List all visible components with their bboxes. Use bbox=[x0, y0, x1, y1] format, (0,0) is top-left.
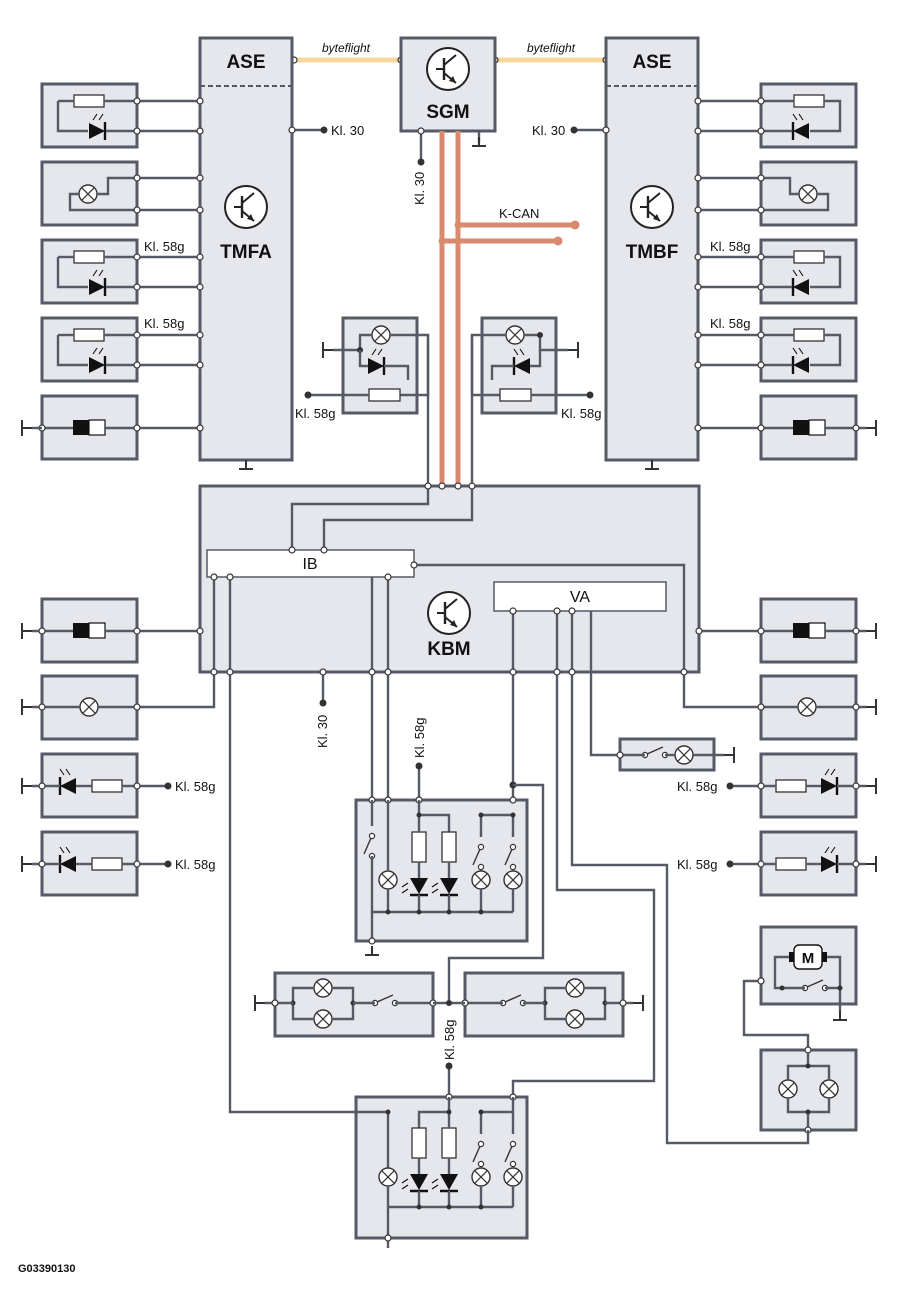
sgm-kl30-label: Kl. 30 bbox=[412, 172, 427, 205]
tmfa-kl30-label: Kl. 30 bbox=[331, 123, 364, 138]
va-block bbox=[493, 581, 667, 612]
kl58g-label: Kl. 58g bbox=[175, 857, 215, 872]
ase-left-label: ASE bbox=[226, 52, 265, 73]
center-kl58g-label: Kl. 58g bbox=[412, 718, 427, 758]
resistor-icon bbox=[793, 250, 825, 264]
tmfa-module bbox=[198, 36, 294, 462]
resistor-icon bbox=[73, 94, 105, 108]
svg-text:M: M bbox=[802, 950, 815, 967]
resistor-icon bbox=[793, 328, 825, 342]
byteflight-label-right: byteflight bbox=[527, 41, 576, 55]
kl58g-label: Kl. 58g bbox=[144, 239, 184, 254]
resistor-icon bbox=[91, 857, 123, 871]
resistor-icon bbox=[73, 328, 105, 342]
kl58g-label: Kl. 58g bbox=[295, 406, 335, 421]
resistor-icon bbox=[441, 831, 457, 863]
kl58g-label: Kl. 58g bbox=[144, 316, 184, 331]
central-control-panel bbox=[354, 798, 529, 943]
tmfa-label: TMFA bbox=[220, 242, 272, 263]
byteflight-label-left: byteflight bbox=[322, 41, 371, 55]
ase-right-label: ASE bbox=[632, 52, 671, 73]
figure-id: G03390130 bbox=[18, 1263, 76, 1275]
resistor-icon bbox=[368, 388, 401, 402]
resistor-icon bbox=[91, 779, 123, 793]
resistor-icon bbox=[411, 1127, 427, 1159]
kbm-kl30-label: Kl. 30 bbox=[315, 715, 330, 748]
kbm-label: KBM bbox=[427, 639, 470, 660]
tmbf-module bbox=[604, 36, 700, 462]
kl58g-label: Kl. 58g bbox=[710, 316, 750, 331]
resistor-icon bbox=[441, 1127, 457, 1159]
kl58g-label: Kl. 58g bbox=[677, 857, 717, 872]
tmbf-label: TMBF bbox=[626, 242, 679, 263]
kcan-bus bbox=[438, 131, 580, 486]
resistor-icon bbox=[73, 250, 105, 264]
resistor-icon bbox=[775, 857, 807, 871]
resistor-icon bbox=[793, 94, 825, 108]
va-label: VA bbox=[570, 589, 590, 606]
rear-kl58g-label: Kl. 58g bbox=[442, 1020, 457, 1060]
resistor-icon bbox=[499, 388, 532, 402]
kl58g-label: Kl. 58g bbox=[561, 406, 601, 421]
resistor-icon bbox=[775, 779, 807, 793]
kl58g-label: Kl. 58g bbox=[175, 779, 215, 794]
tmbf-kl30-label: Kl. 30 bbox=[532, 123, 565, 138]
resistor-icon bbox=[411, 831, 427, 863]
motor-icon: M bbox=[789, 944, 827, 970]
rear-control-panel bbox=[354, 1095, 529, 1240]
kbm-module bbox=[198, 484, 701, 674]
kl58g-label: Kl. 58g bbox=[710, 239, 750, 254]
ib-label: IB bbox=[302, 556, 317, 573]
kcan-label: K-CAN bbox=[499, 206, 539, 221]
kl58g-label: Kl. 58g bbox=[677, 779, 717, 794]
sgm-label: SGM bbox=[426, 102, 469, 123]
